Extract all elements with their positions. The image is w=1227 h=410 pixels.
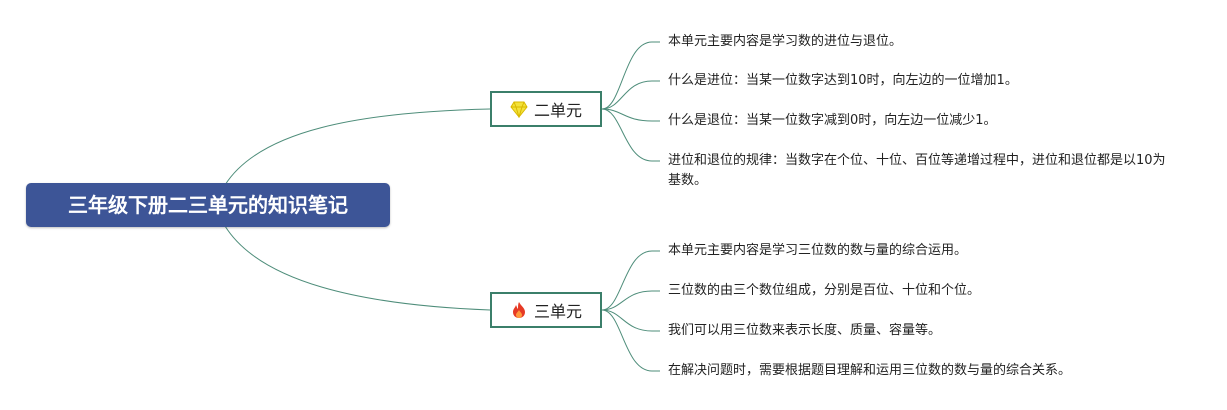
branch-to-leaf-connector <box>601 309 660 332</box>
root-topic[interactable]: 三年级下册二三单元的知识笔记 <box>26 183 390 227</box>
branch-to-leaf-connector <box>601 250 660 311</box>
leaf-item[interactable]: 进位和退位的规律：当数字在个位、十位、百位等递增过程中，进位和退位都是以10为基… <box>668 153 1166 188</box>
leaf-item[interactable]: 三位数的由三个数位组成，分别是百位、十位和个位。 <box>668 283 981 298</box>
diamond-icon <box>510 100 528 119</box>
branch-to-leaf-connector <box>601 41 660 110</box>
root-title: 三年级下册二三单元的知识笔记 <box>68 193 348 217</box>
leaf-item[interactable]: 本单元主要内容是学习三位数的数与量的综合运用。 <box>668 243 968 258</box>
branch-unit-two[interactable]: 二单元 <box>490 91 602 127</box>
branch-unit-three[interactable]: 三单元 <box>490 292 602 328</box>
leaf-item[interactable]: 我们可以用三位数来表示长度、质量、容量等。 <box>668 323 942 338</box>
branch-to-leaf-connector <box>601 80 660 110</box>
root-to-branch-connector <box>224 225 491 311</box>
branch-to-leaf-connector <box>601 108 660 162</box>
branch-label: 二单元 <box>533 101 582 120</box>
leaf-item[interactable]: 什么是进位：当某一位数字达到10时，向左边的一位增加1。 <box>668 73 1018 88</box>
leaf-item[interactable]: 本单元主要内容是学习数的进位与退位。 <box>668 34 903 49</box>
branch-label: 三单元 <box>533 302 582 321</box>
fire-icon <box>510 301 528 319</box>
root-to-branch-connector <box>224 108 491 186</box>
branch-to-leaf-connector <box>601 108 660 122</box>
leaf-item[interactable]: 什么是退位：当某一位数字减到0时，向左边一位减少1。 <box>668 113 997 128</box>
branch-to-leaf-connector <box>601 309 660 372</box>
leaf-item[interactable]: 在解决问题时，需要根据题目理解和运用三位数的数与量的综合关系。 <box>668 363 1072 378</box>
branch-to-leaf-connector <box>601 290 660 311</box>
